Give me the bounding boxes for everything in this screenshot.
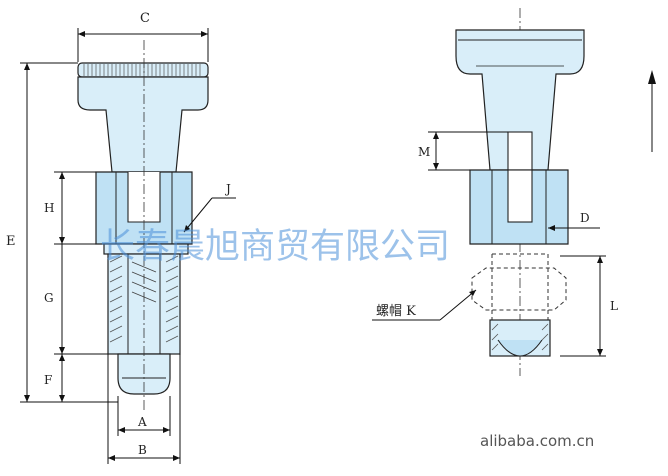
label-M: M — [418, 145, 430, 159]
label-F: F — [44, 373, 52, 387]
thread-hatch — [109, 255, 179, 343]
label-K: 螺帽 K — [376, 303, 416, 319]
brand-text: alibaba.com.cn — [480, 432, 594, 450]
knurl-lines — [83, 64, 201, 76]
label-D: D — [580, 211, 590, 225]
label-E: E — [6, 234, 16, 249]
label-C: C — [140, 11, 150, 26]
knob-knurl-band — [77, 62, 209, 78]
label-A: A — [137, 415, 147, 429]
label-G: G — [44, 291, 54, 305]
watermark-text: 长春晨旭商贸有限公司 — [100, 227, 450, 267]
left-view: C E H G F J A — [6, 11, 236, 464]
hidden-nut-K — [471, 267, 567, 311]
right-view: M D L 螺帽 K — [372, 8, 656, 376]
knob-body — [77, 76, 209, 173]
label-J: J — [224, 182, 231, 196]
label-L: L — [610, 299, 618, 313]
up-arrow-icon — [648, 70, 656, 84]
label-B: B — [138, 443, 147, 457]
label-H: H — [44, 201, 54, 215]
